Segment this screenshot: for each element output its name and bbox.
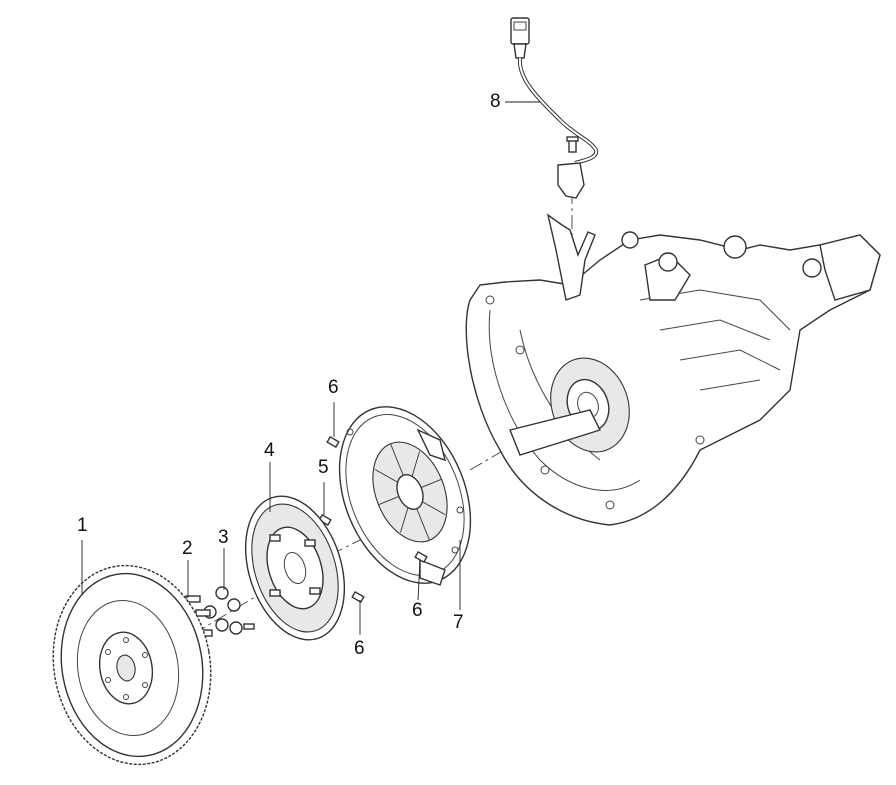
flywheel: [52, 564, 212, 766]
callout-6-top: 6: [328, 377, 339, 398]
leader-lines: [81, 101, 540, 635]
callout-8: 8: [490, 91, 501, 112]
flywheel-bolts: [185, 595, 255, 637]
pressure-plate: [338, 406, 472, 586]
sensor-with-cable: [510, 17, 599, 199]
callout-1: 1: [77, 515, 88, 536]
callout-6-bottom: 6: [354, 638, 365, 659]
bushings: [203, 586, 243, 635]
callout-7: 7: [453, 612, 464, 633]
callout-3: 3: [218, 527, 229, 548]
gearbox-housing: [465, 213, 881, 526]
callout-2: 2: [182, 538, 193, 559]
callout-4: 4: [264, 440, 275, 461]
clutch-disc: [244, 495, 346, 641]
callout-5: 5: [318, 457, 329, 478]
callout-6-right: 6: [412, 600, 423, 621]
dowel-pins: [318, 435, 428, 604]
